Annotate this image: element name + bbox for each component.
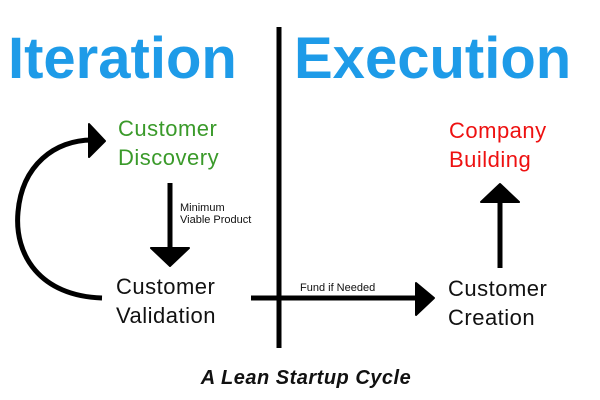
company-building-line2: Building — [449, 147, 531, 172]
customer-validation-line2: Validation — [116, 303, 216, 328]
fund-arrow — [251, 282, 435, 316]
customer-creation-line2: Creation — [448, 305, 535, 330]
customer-validation-line1: Customer — [116, 274, 215, 299]
building-arrow — [480, 183, 520, 268]
header-iteration: Iteration — [8, 26, 237, 91]
feedback-arrow — [15, 123, 106, 301]
customer-discovery-line2: Discovery — [118, 145, 219, 170]
fund-label: Fund if Needed — [300, 282, 375, 294]
company-building-line1: Company — [449, 118, 547, 143]
mvp-label-line2: Viable Product — [180, 214, 251, 226]
caption: A Lean Startup Cycle — [200, 367, 411, 389]
customer-discovery-line1: Customer — [118, 116, 217, 141]
header-execution: Execution — [294, 26, 571, 91]
customer-creation-line1: Customer — [448, 276, 547, 301]
mvp-arrow — [150, 183, 190, 267]
mvp-label-line1: Minimum — [180, 202, 225, 214]
